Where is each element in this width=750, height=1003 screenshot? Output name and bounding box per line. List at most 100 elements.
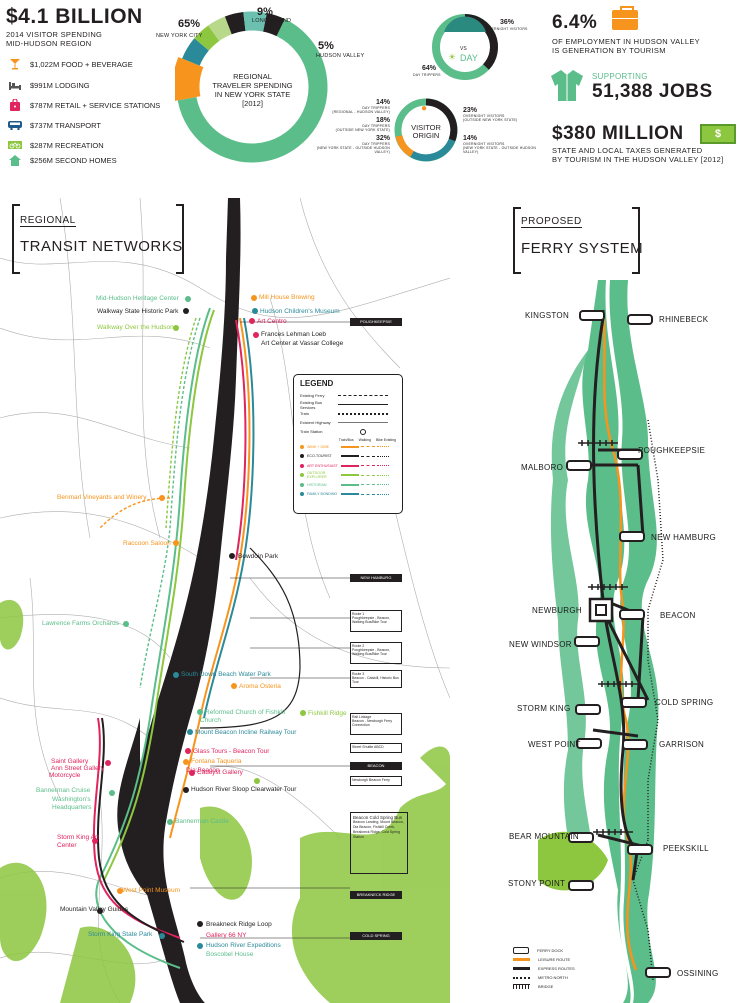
route-bike-icon <box>377 455 389 457</box>
poi-label: Breakneck Ridge Loop <box>206 921 272 928</box>
employment-line-2: IS GENERATION BY TOURISM <box>552 46 666 55</box>
legend-route-name: ECO-TOURIST <box>307 454 332 459</box>
route-box: Newburgh Beacon Ferry <box>350 776 402 786</box>
transit-label: REGIONAL <box>20 215 76 227</box>
spending-label: $1,022M FOOD + BEVERAGE <box>30 59 133 69</box>
poi-label: Storm King State Park <box>88 931 153 938</box>
bridge-icon <box>513 984 530 989</box>
spending-label: $991M LODGING <box>30 80 90 90</box>
route-walk-icon <box>361 446 375 448</box>
route-bike-icon <box>377 446 389 448</box>
station-label-poughkeepsie: POUGHKEEPSIE <box>350 318 402 326</box>
poi-label: Hudson River Sloop Clearwater Tour <box>191 786 297 793</box>
route-box: Route 1 Poughkeepsie - Beacon, Walking B… <box>350 610 402 632</box>
legend-route-row: WINE + DINE <box>300 442 396 452</box>
route-walk-icon <box>361 484 375 486</box>
poi-label: Fontana Taqueria <box>191 758 242 765</box>
legend-row: Train Station <box>300 427 396 436</box>
taxes-line-1: STATE AND LOCAL TAXES GENERATED <box>552 146 703 155</box>
transit-legend: LEGEND Existing Ferry Existing Bus Servi… <box>293 374 403 514</box>
leisure-route-icon <box>513 958 530 961</box>
route-dot-icon <box>300 473 304 478</box>
jobs-count: 51,388 JOBS <box>592 81 713 102</box>
ferry-legend-row: FERRY DOCK <box>513 946 603 955</box>
ferry-legend-row: LEISURE ROUTE <box>513 955 603 964</box>
station-circle-icon <box>360 428 366 435</box>
legend-row: Train <box>300 409 396 418</box>
origin-left-item: 18% DAY TRIPPERS (OUTSIDE NEW YORK STATE… <box>335 117 390 132</box>
origin-title-1: VISITOR <box>411 123 441 132</box>
route-bike-icon <box>377 474 389 476</box>
origin-left: 14% DAY TRIPPERS (REGIONAL - HUDSON VALL… <box>312 99 390 154</box>
ferry-stop-poughkeepsie: POUGHKEEPSIE <box>638 446 706 455</box>
employment-line-1: OF EMPLOYMENT IN HUDSON VALLEY <box>552 37 700 46</box>
visitor-origin-donut <box>394 98 458 162</box>
legend-route-name: FAMILY BONDING <box>307 492 338 497</box>
legend-title: LEGEND <box>300 379 334 388</box>
ferry-stop-cold-spring: COLD SPRING <box>655 698 714 707</box>
train-line-icon <box>338 412 388 415</box>
route-box: Route 2 Poughkeepsie - Beacon, Walking B… <box>350 642 402 664</box>
ferry-stop-new-hamburg: NEW HAMBURG <box>651 533 717 542</box>
poi-label: Washington's Headquarters <box>52 796 92 811</box>
poi-label: Bannerman Castle <box>175 818 229 825</box>
route-line-icon <box>341 483 359 486</box>
poi-label: Reformed Church of Fishkill <box>205 709 286 716</box>
poi-label: Mount Beacon Incline Railway Tour <box>195 729 297 736</box>
legend-route-name: OUTDOOR EXPLORER <box>307 471 327 480</box>
legend-route-row: ART ENTHUSIAST <box>300 461 396 471</box>
poi-label: Glass Tours - Beacon Tour <box>193 748 270 755</box>
station-label-beacon: BEACON <box>350 762 402 770</box>
spending-subtitle-1: 2014 VISITOR SPENDING <box>6 30 103 39</box>
poi-label: Lawrence Farms Orchards <box>42 620 119 627</box>
shopping-bag-icon <box>8 99 22 111</box>
ferry-stop-malboro: MALBORO <box>521 463 564 472</box>
ferry-legend-row: BRIDGE <box>513 982 603 991</box>
spending-label: $737M TRANSPORT <box>30 120 101 130</box>
origin-right-item: 14% OVERNIGHT VISITORS (NEW YORK STATE -… <box>463 135 537 154</box>
hv-pct: 5% <box>318 40 334 52</box>
ferry-line-icon <box>338 395 388 396</box>
poi-label: Benmarl Vineyards and Winery <box>57 494 147 501</box>
legend-route-name: WINE + DINE <box>307 444 330 449</box>
origin-title: VISITOR ORIGIN <box>402 124 450 140</box>
bus-line-icon <box>338 404 388 405</box>
route-dot-icon <box>300 482 304 487</box>
regional-spending-donut <box>175 11 328 163</box>
spending-retail: $787M RETAIL + SERVICE STATIONS <box>8 98 160 112</box>
ferry-stop-rhinebeck: RHINEBECK <box>659 315 709 324</box>
poi-label: Bannerman Cruise <box>36 787 91 794</box>
employment-pct: 6.4% <box>552 12 598 33</box>
transit-title: TRANSIT NETWORKS <box>20 238 183 255</box>
route-dot-icon <box>300 492 304 497</box>
ferry-stop-peekskill: PEEKSKILL <box>663 844 709 853</box>
ferry-legend: FERRY DOCK LEISURE ROUTE EXPRESS ROUTES … <box>513 946 603 991</box>
route-line-icon <box>341 493 359 496</box>
total-spending: $4.1 BILLION <box>6 5 143 28</box>
poi-label: Mid-Hudson Heritage Center <box>96 295 179 302</box>
briefcase-icon <box>612 6 638 30</box>
legend-route-row: ECO-TOURIST <box>300 452 396 462</box>
map-pin-icon: ● <box>421 103 428 114</box>
spending-second-homes: $256M SECOND HOMES <box>8 153 117 167</box>
metro-north-icon <box>513 976 530 979</box>
poi-label: South Down Beach Water Park <box>181 671 271 678</box>
ferry-stop-beacon: BEACON <box>660 611 696 620</box>
route-line-icon <box>341 474 359 477</box>
poi-label: Dia:Beacon <box>186 767 220 774</box>
sun-icon: ☀ <box>448 52 457 62</box>
origin-right-item: 23% OVERNIGHT VISITORS (OUTSIDE NEW YORK… <box>463 107 518 122</box>
legend-route-name: ART ENTHUSIAST <box>307 463 338 468</box>
spending-transport: $737M TRANSPORT <box>8 118 101 132</box>
legend-row: Existent Highway <box>300 418 396 427</box>
poi-label: Motorcycle <box>49 772 81 779</box>
poi-label: Walkway Over the Hudson <box>97 324 174 331</box>
ferry-bracket-left <box>513 207 521 274</box>
poi-label: Boscobel House <box>206 951 254 958</box>
ferry-stop-stony-point: STONY POINT <box>508 879 566 888</box>
route-dot-icon <box>300 444 304 449</box>
taxes-amount: $380 MILLION <box>552 123 684 144</box>
spending-label: $787M RETAIL + SERVICE STATIONS <box>30 100 161 110</box>
vs-label: VS <box>460 46 467 52</box>
donut-center-line-1: REGIONAL <box>233 72 272 81</box>
